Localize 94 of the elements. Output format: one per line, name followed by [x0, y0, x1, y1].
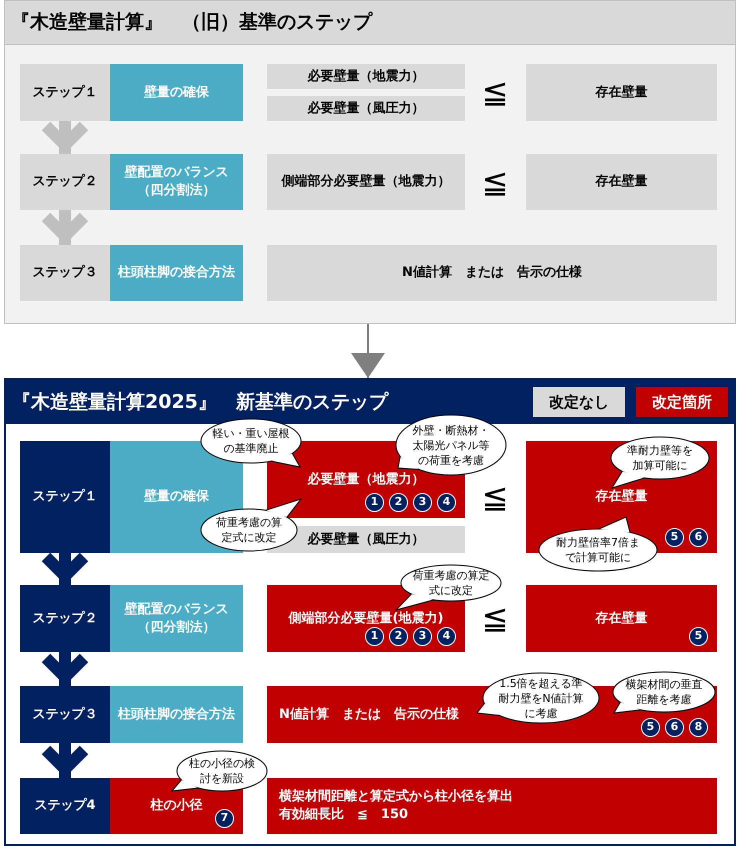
box-label: 存在壁量: [596, 84, 648, 102]
inequality-sign: ≦: [482, 166, 508, 198]
number-badge: 2: [389, 493, 408, 512]
down-arrow: [40, 551, 90, 585]
box-label: 横架材間距離と算定式から柱小径を算出: [279, 788, 513, 806]
box-label: ステップ３: [32, 706, 98, 724]
process-box: [267, 64, 465, 89]
bubble-text: 準耐力壁等を加算可能に: [626, 443, 694, 473]
panel: [4, 378, 736, 846]
legend-key: 改定箇所: [636, 387, 728, 417]
number-badge: 5: [641, 718, 660, 737]
number-badge: 2: [389, 627, 408, 646]
box-label: 壁配置のバランス（四分割法）: [124, 600, 230, 636]
number-badge: 6: [665, 718, 684, 737]
inequality-sign: ≦: [482, 602, 508, 634]
bubble-text: 柱の小径の検討を新設: [188, 756, 256, 786]
process-box: [526, 154, 717, 210]
inequality-sign: ≦: [482, 481, 508, 513]
bubble-text: 軽い・重い屋根の基準廃止: [212, 426, 290, 456]
number-badge: 7: [215, 809, 234, 828]
number-badge: 1: [365, 493, 384, 512]
box-label: 側端部分必要壁量(地震力): [288, 610, 444, 628]
box-label: ステップ１: [32, 84, 98, 102]
process-box: [110, 154, 243, 210]
box-label: 存在壁量: [596, 173, 648, 191]
number-badge: 3: [413, 627, 432, 646]
number-badge: 5: [689, 627, 708, 646]
process-box: [110, 686, 243, 743]
step-box: [20, 778, 110, 834]
box-label: 壁量の確保: [144, 84, 209, 102]
number-badge: 4: [437, 493, 456, 512]
process-box: [267, 154, 465, 210]
bubble-text: 耐力壁倍率7倍まで計算可能に: [554, 535, 641, 565]
box-label: ステップ２: [32, 610, 98, 628]
callout-tooltip: [171, 749, 269, 793]
process-box: [110, 245, 243, 301]
step-box: [20, 441, 110, 553]
down-arrow: [40, 210, 90, 245]
box-label: 側端部分必要壁量（地震力）: [282, 173, 450, 191]
box-label: 有効細長比 ≦ 150: [279, 806, 408, 824]
process-box: [267, 778, 717, 834]
bubble-text: 外壁・断熱材・太陽光パネル等の荷重を考慮: [411, 422, 490, 468]
step-box: [20, 64, 110, 121]
box-label: 必要壁量（地震力）: [308, 470, 424, 488]
box-label: 存在壁量: [596, 610, 648, 628]
step-box: [20, 585, 110, 652]
box-label: 必要壁量（地震力）: [308, 68, 424, 86]
box-label: 壁量の確保: [144, 488, 209, 506]
step-box: [20, 686, 110, 743]
panel-title: 『木造壁量計算2025』 新基準のステップ: [12, 390, 388, 415]
box-label: 柱の小径: [150, 797, 202, 815]
bubble-text: 荷重考慮の算定式に改定: [412, 568, 490, 598]
box-label: ステップ１: [32, 488, 98, 506]
box-label: 壁配置のバランス（四分割法）: [124, 164, 230, 200]
callout-tooltip: [199, 417, 303, 468]
bubble-text: 1.5倍を超える準耐力壁をN値計算に考慮: [497, 676, 585, 720]
box-label: 必要壁量（風圧力）: [308, 530, 424, 548]
box-label: 必要壁量（風圧力）: [308, 100, 424, 118]
number-badge: 8: [689, 718, 708, 737]
callout-tooltip: [476, 671, 601, 725]
callout-tooltip: [537, 516, 659, 573]
down-arrow: [40, 652, 90, 686]
box-label: N値計算 または 告示の仕様: [279, 706, 459, 724]
box-label: 柱頭柱脚の接合方法: [118, 706, 235, 724]
number-badge: 6: [689, 528, 708, 547]
process-box: [526, 585, 717, 652]
callout-tooltip: [611, 670, 717, 714]
process-box: [110, 64, 243, 121]
step-box: [20, 154, 110, 210]
bubble-text: 荷重考慮の算定式に改定: [214, 515, 283, 545]
box-label: 柱頭柱脚の接合方法: [118, 264, 235, 282]
panel: [4, 0, 736, 324]
process-box: [526, 64, 717, 121]
box-label: 存在壁量: [596, 488, 648, 506]
number-badge: 3: [413, 493, 432, 512]
box-label: ステップ4: [34, 797, 96, 815]
number-badge: 5: [665, 528, 684, 547]
process-box: [110, 585, 243, 652]
number-badge: 4: [437, 627, 456, 646]
down-arrow: [351, 324, 385, 378]
number-badge: 1: [365, 627, 384, 646]
bubble-text: 横架材間の垂直距離を考慮: [624, 677, 704, 707]
down-arrow: [40, 743, 90, 778]
step-box: [20, 245, 110, 301]
callout-tooltip: [609, 435, 711, 489]
box-label: N値計算 または 告示の仕様: [402, 264, 582, 282]
panel-title: 『木造壁量計算』 （旧）基準のステップ: [11, 10, 372, 36]
box-label: ステップ３: [32, 264, 98, 282]
process-box: [267, 96, 465, 121]
down-arrow: [40, 120, 90, 154]
legend-key: 改定なし: [533, 387, 625, 417]
process-box: [267, 245, 717, 301]
inequality-sign: ≦: [482, 76, 508, 108]
box-label: ステップ２: [32, 173, 98, 191]
